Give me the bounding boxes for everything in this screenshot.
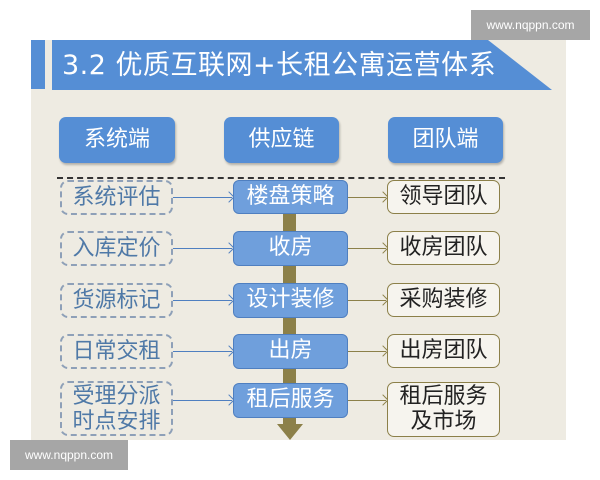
watermark-top: www.nqppn.com xyxy=(471,10,590,40)
watermark-bottom: www.nqppn.com xyxy=(10,440,128,470)
arrow-right-icon xyxy=(173,400,232,401)
supply-box-4: 出房 xyxy=(233,334,348,369)
arrow-right-icon xyxy=(173,248,232,249)
team-box-5: 租后服务 及市场 xyxy=(387,382,500,437)
arrow-right-icon xyxy=(348,300,386,301)
system-box-1: 系统评估 xyxy=(60,180,173,215)
title-banner xyxy=(52,40,552,90)
header-team: 团队端 xyxy=(388,117,503,163)
team-box-4: 出房团队 xyxy=(387,334,500,368)
system-box-4: 日常交租 xyxy=(60,334,173,369)
arrow-right-icon xyxy=(173,197,232,198)
supply-box-2: 收房 xyxy=(233,231,348,266)
header-divider xyxy=(57,177,505,179)
team-box-1: 领导团队 xyxy=(387,180,500,214)
header-system: 系统端 xyxy=(59,117,175,163)
arrow-right-icon xyxy=(348,351,386,352)
supply-box-1: 楼盘策略 xyxy=(233,180,348,214)
arrow-right-icon xyxy=(348,400,386,401)
system-box-5: 受理分派 时点安排 xyxy=(60,381,173,436)
arrow-right-icon xyxy=(348,248,386,249)
team-box-3: 采购装修 xyxy=(387,283,500,317)
supply-box-3: 设计装修 xyxy=(233,283,348,318)
header-supply-chain: 供应链 xyxy=(224,117,339,163)
arrow-right-icon xyxy=(173,351,232,352)
supply-box-5: 租后服务 xyxy=(233,383,348,418)
title-accent-bar xyxy=(31,40,45,89)
arrow-right-icon xyxy=(173,300,232,301)
team-box-2: 收房团队 xyxy=(387,231,500,265)
page-title: 3.2 优质互联网+长租公寓运营体系 xyxy=(62,50,497,81)
system-box-2: 入库定价 xyxy=(60,231,173,266)
system-box-3: 货源标记 xyxy=(60,283,173,318)
down-arrow-icon xyxy=(277,424,303,440)
arrow-right-icon xyxy=(348,197,386,198)
supply-chain-trunk xyxy=(283,214,296,424)
